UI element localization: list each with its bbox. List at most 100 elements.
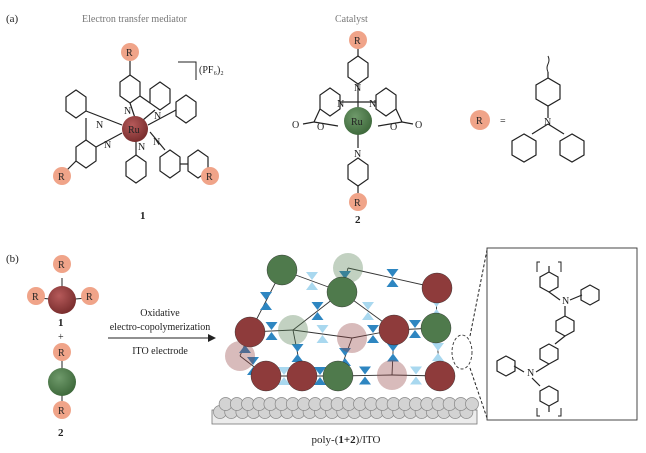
ru-label-2: Ru [351, 117, 363, 128]
linker-triangle [311, 302, 324, 310]
r-label: R [58, 406, 65, 417]
reaction-arrow: Oxidative electro-copolymerization ITO e… [108, 308, 216, 357]
mediator-node [424, 360, 456, 392]
linker-triangle [260, 302, 272, 310]
r-label: R [206, 172, 213, 183]
r-label: R [86, 292, 93, 303]
repeat-unit-highlight [451, 334, 473, 370]
linker-triangle [362, 302, 374, 310]
n-label: N [337, 99, 344, 110]
mediator-caption: Electron transfer mediator [82, 14, 188, 25]
linker-triangle [432, 343, 444, 351]
linker-triangle [367, 335, 379, 343]
linker-triangle [339, 348, 351, 356]
linker-triangle [314, 367, 326, 375]
linker-triangle [359, 376, 371, 385]
linker-triangle [387, 353, 399, 362]
electrode-particle [465, 397, 479, 411]
n-label: N [544, 117, 551, 128]
monomer-1-number: 1 [58, 317, 64, 329]
r-label: R [58, 172, 65, 183]
catalyst-caption: Catalyst [335, 14, 368, 25]
ito-electrode [211, 397, 479, 425]
compound-2-number: 2 [355, 214, 361, 226]
r-label: R [354, 198, 361, 209]
o-label: O [415, 120, 422, 131]
r-label: R [58, 348, 65, 359]
attachment-squiggle [546, 55, 550, 73]
linker-triangle [306, 272, 318, 280]
n-label: N [354, 83, 361, 94]
zoom-line-top [469, 249, 488, 337]
monomer-2-number: 2 [58, 427, 64, 439]
r-group [470, 110, 490, 130]
catalyst-node [266, 254, 298, 286]
arrow-label-top-2: electro-copolymerization [110, 322, 211, 333]
ru-center-1 [122, 116, 148, 142]
linker-triangle [409, 330, 421, 338]
o-label: O [317, 122, 324, 133]
repeat-unit-structure: N N [496, 261, 600, 417]
r-label: R [126, 48, 133, 59]
monomer-1-schematic: R R R [27, 255, 99, 314]
linker-triangle [306, 282, 318, 290]
mediator-node [250, 360, 282, 392]
linker-triangle [359, 366, 371, 375]
linker-triangle [432, 353, 444, 361]
linker-triangle [362, 312, 374, 320]
catalyst-node [420, 312, 452, 344]
linker-triangle [409, 320, 421, 328]
counterion-label: (PF₆)₂ [199, 65, 224, 76]
r-group [53, 167, 71, 185]
ru-label-1: Ru [128, 125, 140, 136]
linker-triangle [278, 377, 290, 385]
n-label: N [104, 140, 111, 151]
network-link [347, 267, 438, 289]
compound-1-structure: (PF₆)₂ Ru N N N N N N R R R [53, 43, 224, 185]
arrow-label-bottom: ITO electrode [132, 346, 188, 357]
equals-sign: = [500, 116, 506, 127]
n-label: N [153, 137, 160, 148]
n-label: N [527, 368, 534, 379]
mediator-node [225, 341, 255, 371]
linker-triangle [387, 343, 399, 352]
linker-triangle [291, 344, 304, 352]
mediator-node [378, 314, 410, 346]
panel-a-label: (a) [6, 13, 19, 25]
r-label: R [354, 36, 361, 47]
mediator-node [337, 323, 367, 353]
catalyst-node [278, 315, 308, 345]
mediator-node [421, 272, 453, 304]
linker-triangle [410, 376, 422, 385]
network-link [292, 329, 353, 339]
n-label: N [96, 120, 103, 131]
n-label: N [354, 149, 361, 160]
linker-triangle [311, 312, 324, 320]
compound-2-structure: Ru N N N N O O O O R R [292, 31, 422, 211]
linker-triangle [386, 269, 399, 277]
catalyst-node [333, 253, 363, 283]
linker-triangle [316, 325, 329, 333]
linker-triangle [239, 345, 251, 353]
linker-triangle [265, 332, 278, 340]
linker-triangle [339, 271, 351, 279]
mediator-node [234, 316, 266, 348]
o-label: O [390, 122, 397, 133]
linker-triangle [386, 279, 399, 287]
polymer-caption: poly-(1+2)/ITO [311, 434, 380, 446]
r-group [121, 43, 139, 61]
r-label: R [32, 292, 39, 303]
r-label: R [476, 116, 483, 127]
n-label: N [369, 99, 376, 110]
arrow-label-top-1: Oxidative [140, 308, 180, 319]
linker-triangle [367, 325, 379, 333]
n-label: N [124, 106, 131, 117]
r-definition: R = N [470, 55, 585, 163]
compound-1-number: 1 [140, 210, 146, 222]
r-group [201, 167, 219, 185]
linker-triangle [265, 322, 278, 330]
r-label: R [58, 260, 65, 271]
linker-triangle [314, 377, 326, 385]
mediator-node [377, 360, 407, 390]
